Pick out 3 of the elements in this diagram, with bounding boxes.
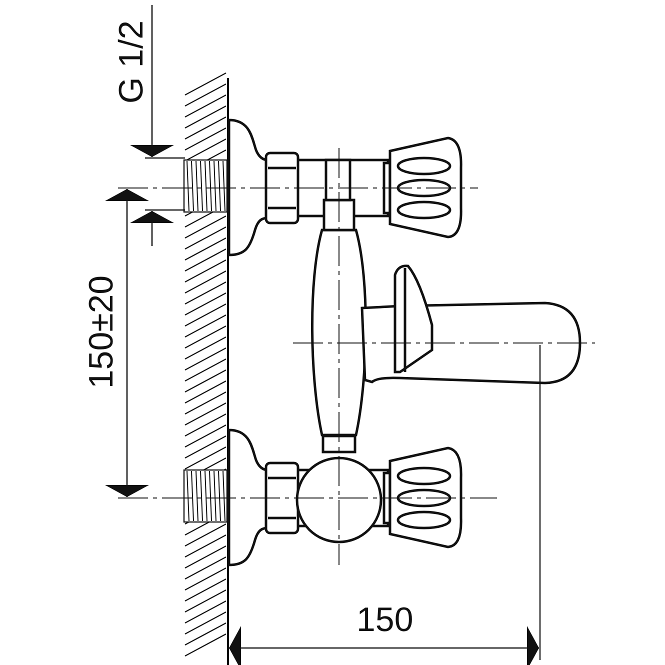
dimension-label: 150±20 [84, 275, 118, 389]
dimension-label: 150 [356, 603, 414, 637]
dimension-label: G 1/2 [114, 20, 148, 104]
